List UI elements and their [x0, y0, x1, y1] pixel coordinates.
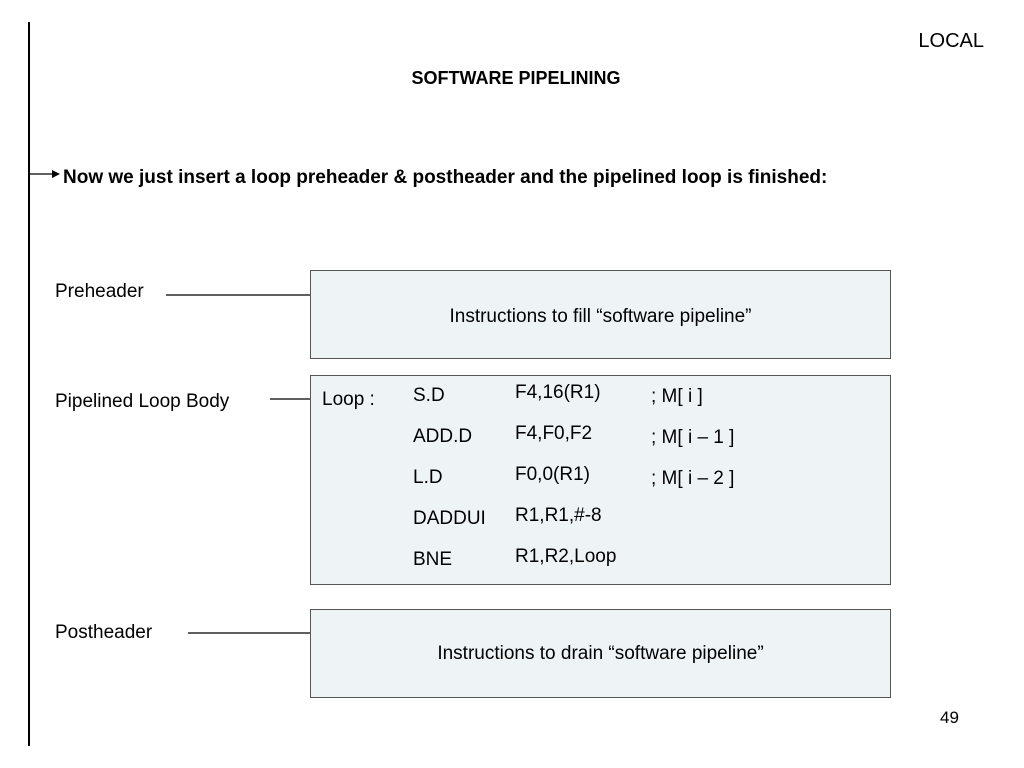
instr-comment: ; M[ i – 2 ]: [651, 468, 735, 489]
postheader-box-text: Instructions to drain “software pipeline…: [437, 643, 764, 664]
left-margin-line: [28, 22, 30, 746]
instr-comment: ; M[ i – 1 ]: [651, 427, 735, 448]
instr-comment: ; M[ i ]: [651, 386, 703, 407]
preheader-label: Preheader: [55, 281, 144, 302]
postheader-label: Postheader: [55, 622, 153, 643]
instr-op: BNE: [413, 549, 453, 570]
corner-label: LOCAL: [918, 30, 984, 52]
instr-args: F4,F0,F2: [515, 423, 593, 444]
instr-args: R1,R2,Loop: [515, 546, 617, 567]
instr-args: F4,16(R1): [515, 382, 601, 403]
instr-args: R1,R1,#-8: [515, 505, 602, 526]
preheader-box: [310, 270, 891, 359]
bullet-text: Now we just insert a loop preheader & po…: [63, 167, 828, 188]
loop-label: Loop :: [322, 389, 375, 410]
loop-body-label: Pipelined Loop Body: [55, 391, 230, 412]
preheader-box-text: Instructions to fill “software pipeline”: [449, 306, 752, 327]
postheader-arrow: [188, 629, 328, 637]
instr-op: L.D: [413, 467, 443, 488]
instr-op: S.D: [413, 385, 445, 406]
instr-args: F0,0(R1): [515, 464, 590, 485]
preheader-arrow: [166, 291, 328, 299]
instr-op: ADD.D: [413, 426, 473, 447]
postheader-box: [310, 609, 891, 698]
instr-op: DADDUI: [413, 508, 486, 529]
page-number: 49: [940, 708, 959, 727]
slide-title: SOFTWARE PIPELINING: [411, 68, 621, 88]
loop-body-box: [310, 375, 891, 585]
bullet-arrow-icon: [30, 170, 60, 178]
